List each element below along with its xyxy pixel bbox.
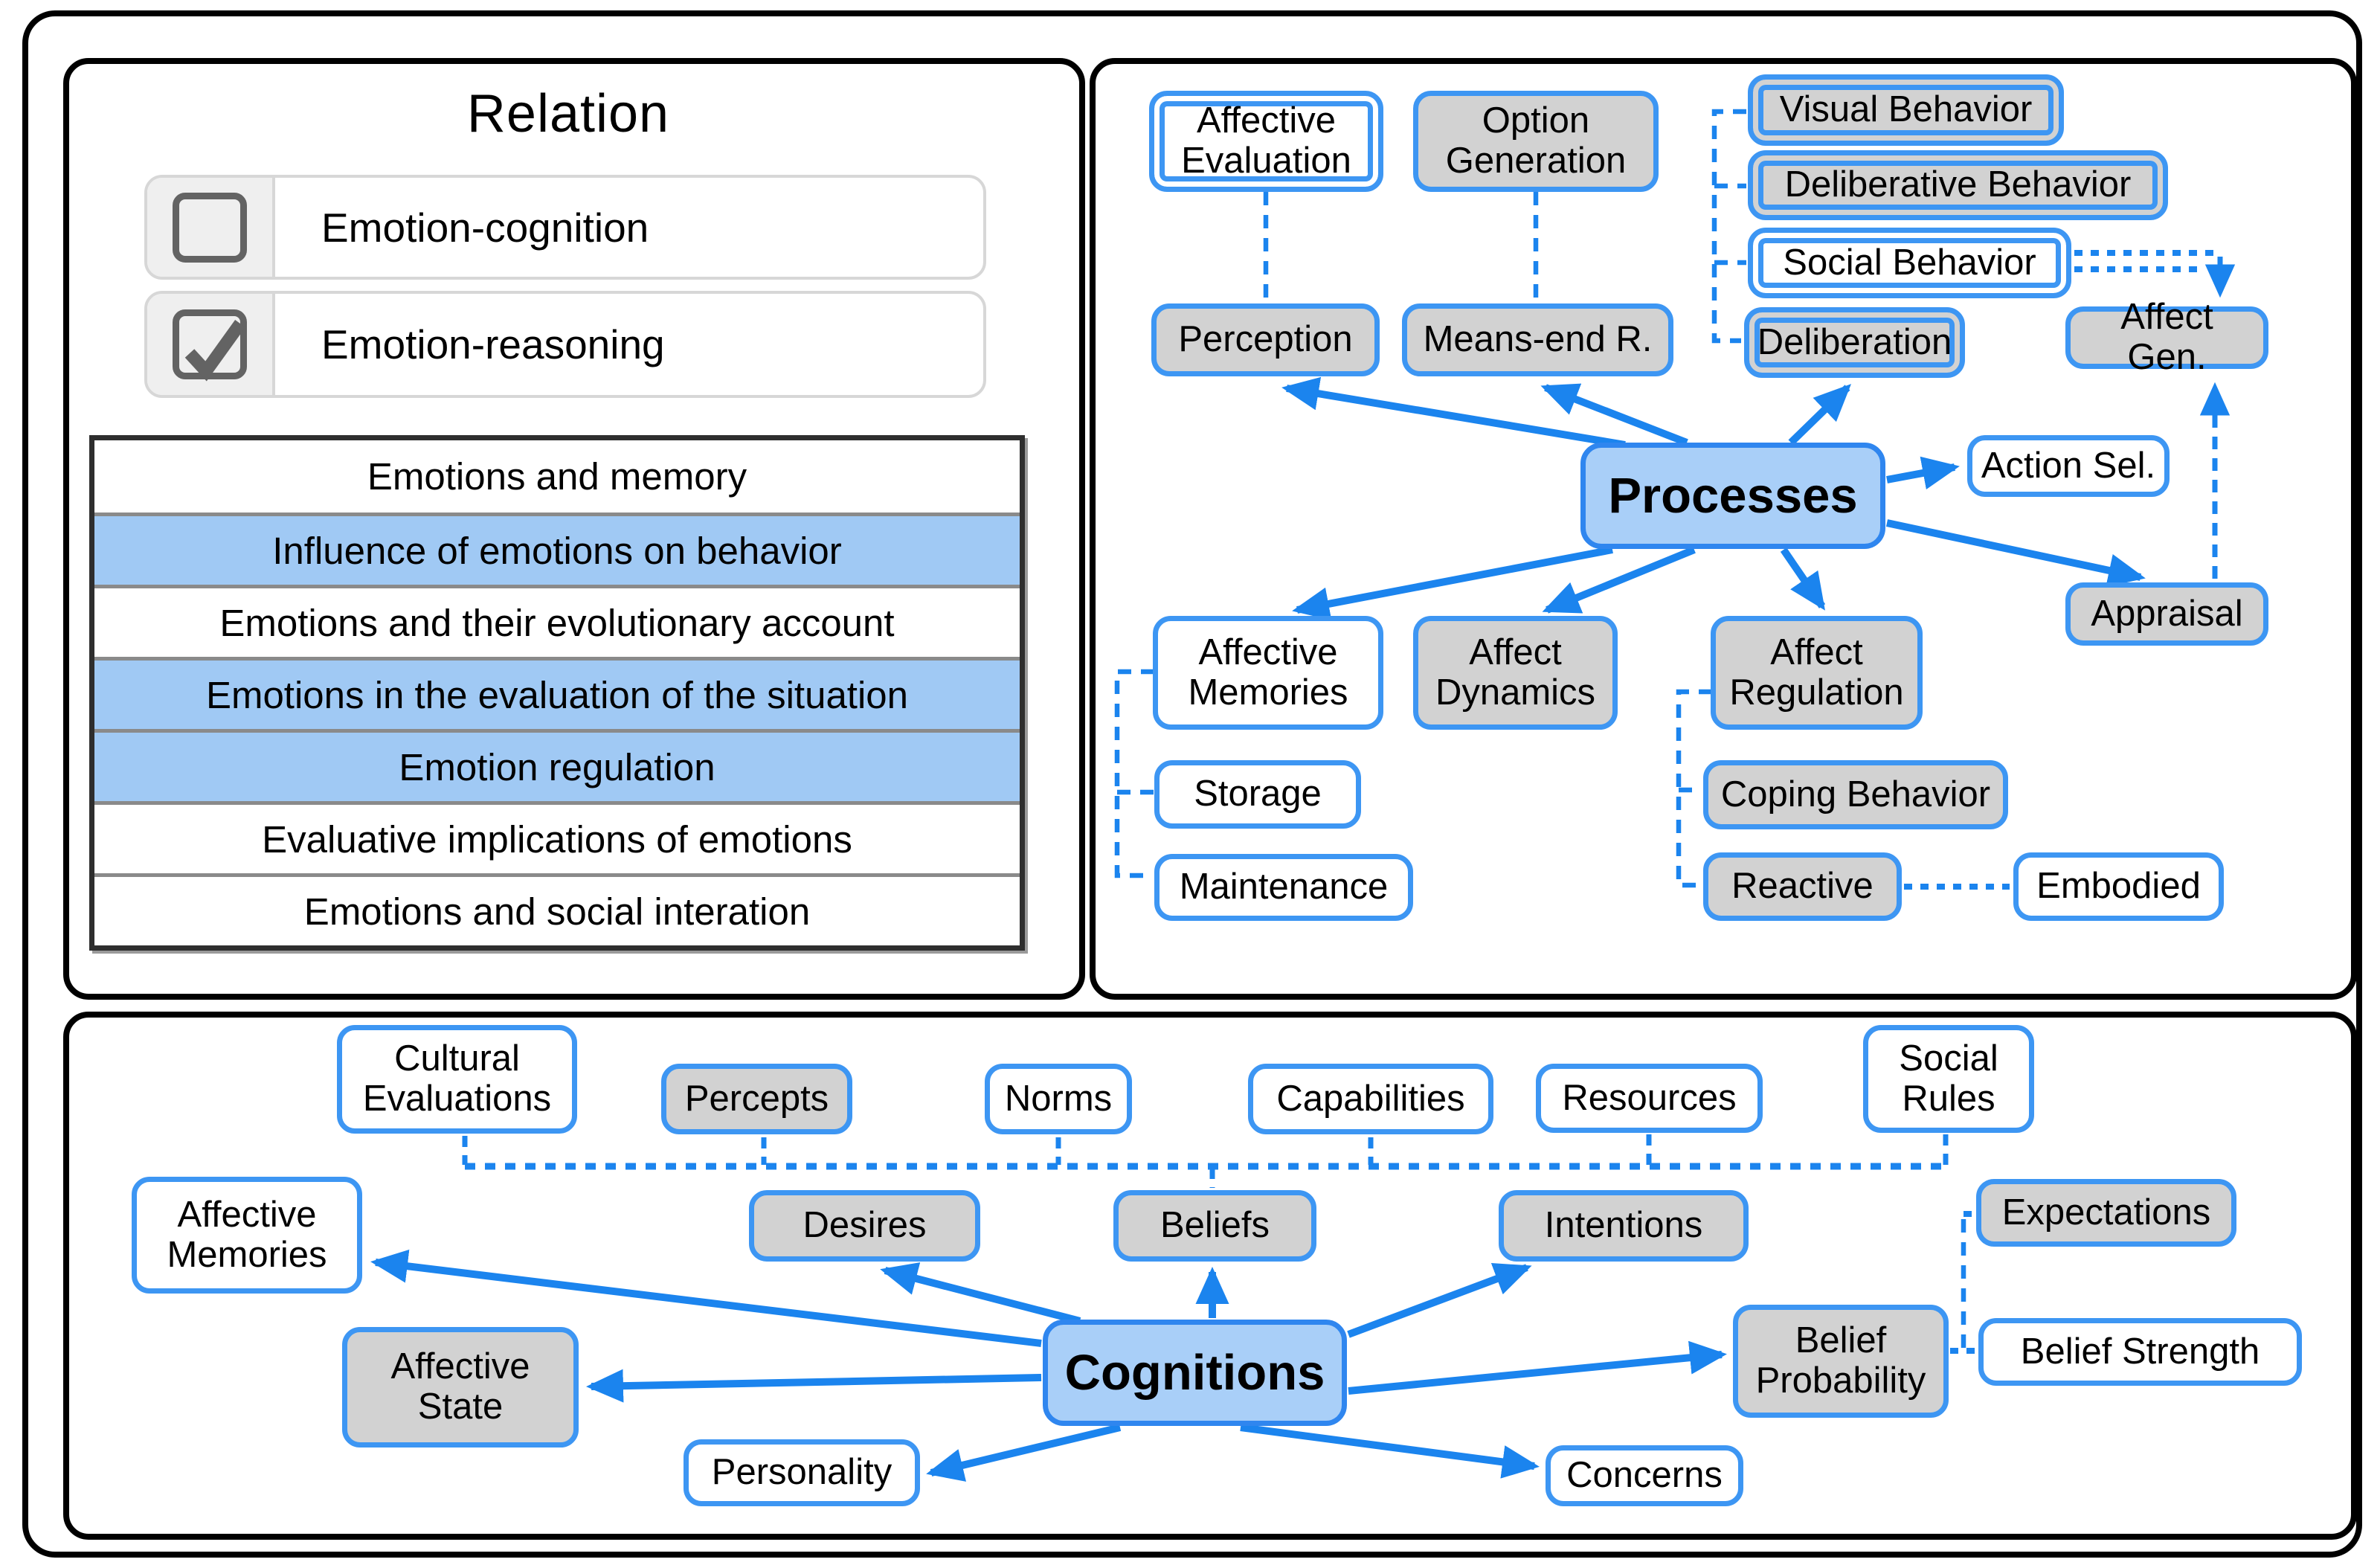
panel-title: Relation [466,84,670,144]
legend-label: Emotion-cognition [321,204,649,251]
node-means-end-r[interactable]: Means-end R. [1402,303,1673,376]
node-affective-state[interactable]: Affective State [342,1327,579,1447]
node-storage[interactable]: Storage [1154,760,1361,829]
table-row[interactable]: Evaluative implications of emotions [94,801,1020,873]
node-deliberation[interactable]: Deliberation [1744,307,1965,378]
node-option-generation[interactable]: Option Generation [1413,91,1659,192]
node-reactive[interactable]: Reactive [1703,852,1902,921]
node-intentions[interactable]: Intentions [1499,1190,1749,1262]
check-icon [184,320,245,382]
node-processes-center[interactable]: Processes [1580,443,1885,549]
node-deliberative-behavior[interactable]: Deliberative Behavior [1748,150,2168,220]
node-concerns[interactable]: Concerns [1546,1445,1743,1506]
legend-row-emotion-cognition[interactable]: Emotion-cognition [144,175,986,280]
node-maintenance[interactable]: Maintenance [1154,854,1413,921]
node-affective-memories-p2[interactable]: Affective Memories [1153,616,1383,730]
node-embodied[interactable]: Embodied [2013,852,2224,921]
table-row[interactable]: Emotions and their evolutionary account [94,585,1020,657]
node-affect-dynamics[interactable]: Affect Dynamics [1413,616,1618,730]
node-desires[interactable]: Desires [749,1190,980,1262]
table-row[interactable]: Emotions and social interation [94,873,1020,945]
legend-row-emotion-reasoning[interactable]: Emotion-reasoning [144,291,986,398]
node-beliefs[interactable]: Beliefs [1113,1190,1316,1262]
checkbox-cell[interactable] [147,294,275,395]
node-cultural-evaluations[interactable]: Cultural Evaluations [337,1025,577,1134]
checkbox-unchecked-icon[interactable] [173,192,247,263]
node-cognitions-center[interactable]: Cognitions [1043,1320,1347,1426]
node-norms[interactable]: Norms [985,1064,1132,1134]
node-capabilities[interactable]: Capabilities [1248,1064,1493,1134]
node-belief-strength[interactable]: Belief Strength [1978,1318,2302,1386]
node-affect-regulation[interactable]: Affect Regulation [1711,616,1923,730]
node-belief-probability[interactable]: Belief Probability [1733,1305,1949,1418]
node-percepts[interactable]: Percepts [661,1064,852,1134]
node-social-rules[interactable]: Social Rules [1863,1025,2034,1133]
node-affective-evaluation[interactable]: Affective Evaluation [1149,91,1383,192]
checkbox-cell[interactable] [147,178,275,277]
table-row[interactable]: Emotions and memory [367,455,747,498]
node-coping-behavior[interactable]: Coping Behavior [1703,760,2008,829]
node-visual-behavior[interactable]: Visual Behavior [1748,74,2064,146]
table-row[interactable]: Emotion regulation [94,729,1020,801]
table-row[interactable]: Emotions in the evaluation of the situat… [94,657,1020,729]
node-affective-memories-p3[interactable]: Affective Memories [132,1177,362,1294]
node-action-sel[interactable]: Action Sel. [1967,435,2170,497]
node-personality[interactable]: Personality [684,1439,920,1506]
topics-table: Emotions and memory Influence of emotion… [89,435,1025,951]
node-expectations[interactable]: Expectations [1976,1179,2236,1247]
node-affect-gen[interactable]: Affect Gen. [2065,297,2268,377]
legend-label: Emotion-reasoning [321,321,665,367]
node-resources[interactable]: Resources [1536,1064,1763,1133]
checkbox-checked-icon[interactable] [173,309,247,382]
table-row[interactable]: Influence of emotions on behavior [94,513,1020,585]
node-perception[interactable]: Perception [1151,303,1380,376]
node-social-behavior[interactable]: Social Behavior [1748,228,2071,298]
node-appraisal[interactable]: Appraisal [2065,582,2268,646]
